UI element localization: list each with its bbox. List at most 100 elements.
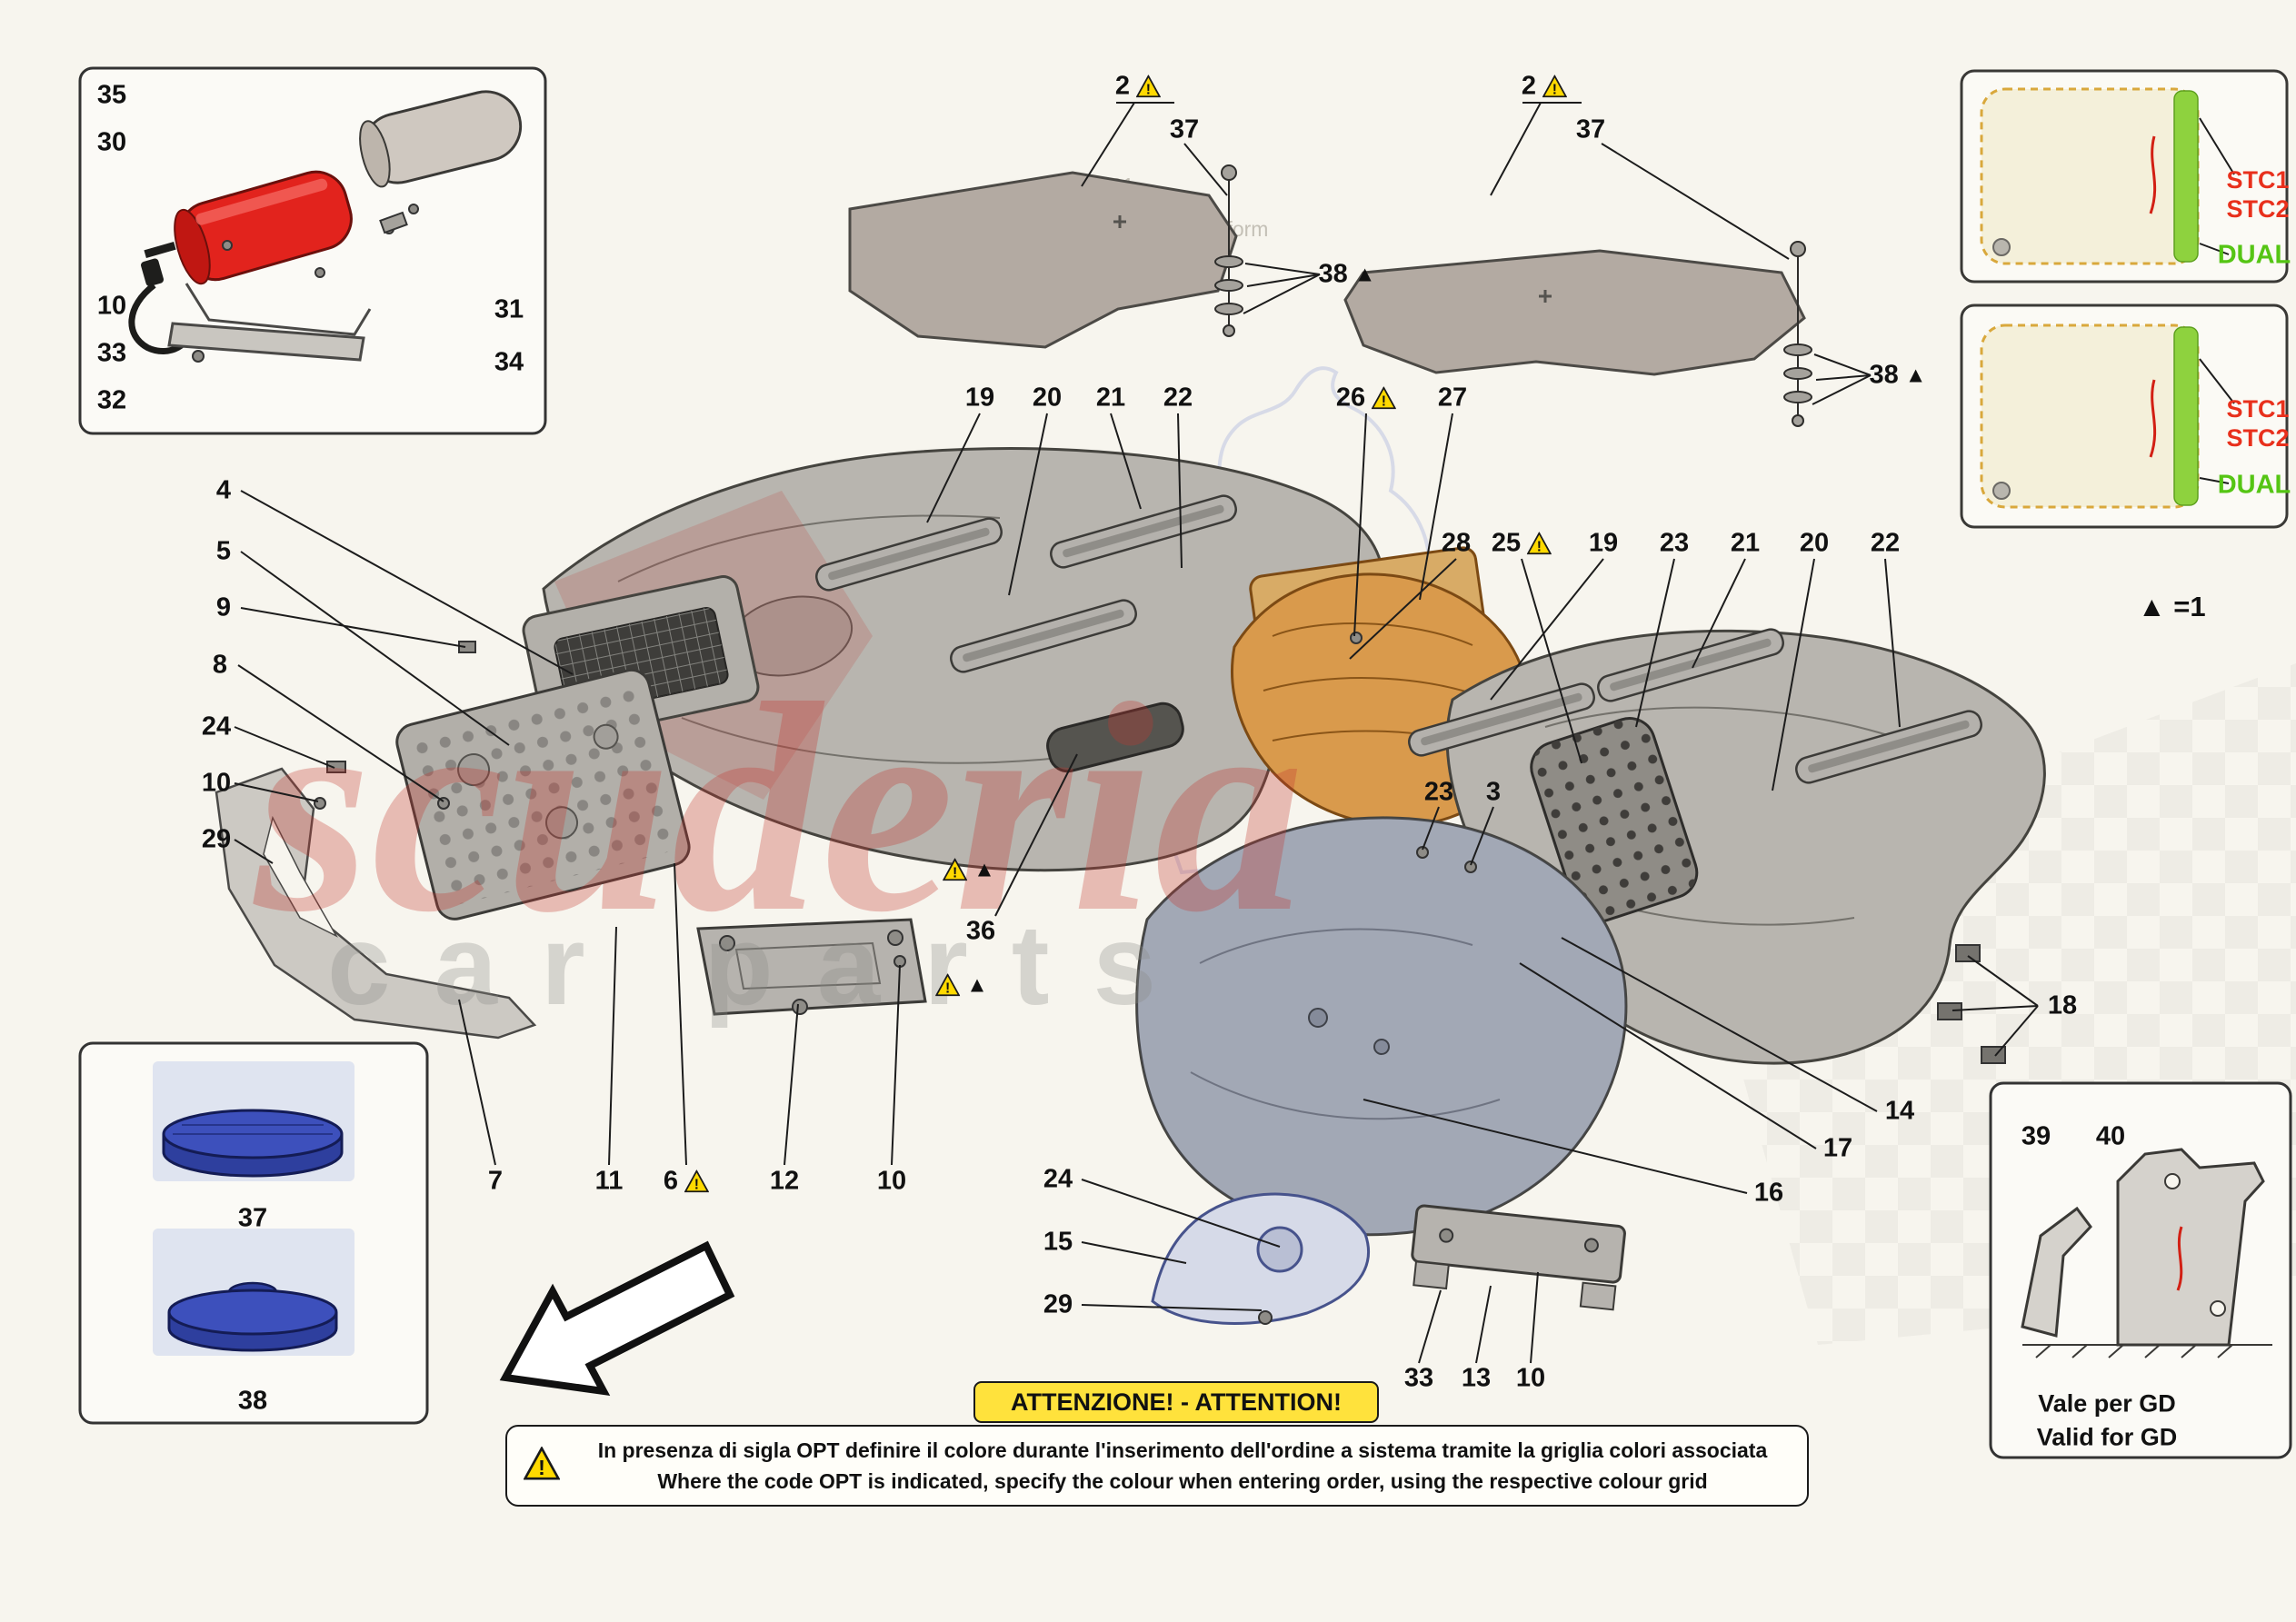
- callout-17: 17: [1823, 1134, 1852, 1164]
- callout-number: 38: [1318, 259, 1348, 289]
- callout-34: 34: [494, 348, 524, 378]
- warning-triangle-icon: !: [1527, 532, 1552, 555]
- dual-label-box2: DUAL: [2217, 470, 2291, 500]
- mounting-plate-rear: [1411, 1204, 1626, 1311]
- callout-39: 39: [2021, 1122, 2051, 1152]
- callout-number: 37: [237, 1203, 268, 1233]
- callout-number: 33: [1403, 1363, 1434, 1393]
- callout-number: 24: [1043, 1164, 1073, 1194]
- callout-number: 20: [1799, 528, 1830, 558]
- callout-18: 18: [2048, 991, 2077, 1021]
- floor-mat-left: [848, 171, 1238, 349]
- callout-number: 21: [1095, 383, 1126, 413]
- callout-13: 13: [1462, 1364, 1491, 1394]
- callout-38: 38: [238, 1387, 267, 1417]
- svg-text:!: !: [538, 1456, 545, 1479]
- callout-26: 26!: [1336, 383, 1397, 413]
- callout-24: 24: [1043, 1165, 1073, 1195]
- callout-warning-marker: !▲: [935, 972, 988, 997]
- callout-16: 16: [1754, 1179, 1783, 1209]
- stc-box-1: [1960, 69, 2289, 284]
- callout-32: 32: [97, 386, 126, 416]
- svg-text:!: !: [953, 865, 957, 881]
- warning-triangle-icon: !: [1542, 75, 1568, 98]
- attention-title: ATTENZIONE! - ATTENTION!: [973, 1381, 1379, 1423]
- side-support-bracket: [215, 767, 537, 1040]
- callout-22: 22: [1163, 383, 1193, 413]
- callout-number: 24: [201, 711, 232, 741]
- callout-31: 31: [494, 295, 524, 325]
- gd-box: [1989, 1081, 2292, 1459]
- fire-extinguisher-box: [78, 66, 547, 435]
- callout-number: 19: [964, 383, 995, 413]
- extinguisher-screws: [192, 204, 419, 363]
- callout-number: 6: [663, 1166, 679, 1196]
- callout-11: 11: [595, 1167, 624, 1197]
- lower-carpet: [1135, 816, 1628, 1237]
- gd-caption-italian: Vale per GD: [2038, 1389, 2176, 1418]
- disc-part-37: [162, 1109, 344, 1178]
- callout-number: 22: [1870, 528, 1901, 558]
- callout-number: 36: [965, 916, 996, 946]
- callout-number: 10: [96, 291, 127, 321]
- callout-5: 5: [216, 537, 231, 567]
- callout-28: 28: [1442, 529, 1471, 559]
- callout-number: 25: [1491, 528, 1522, 558]
- callout-number: 10: [201, 768, 232, 798]
- callout-12: 12: [770, 1167, 799, 1197]
- callout-number: 37: [1575, 114, 1606, 144]
- callout-9: 9: [216, 593, 231, 623]
- callout-33: 33: [1404, 1364, 1433, 1394]
- callout-2: 2!: [1115, 72, 1162, 102]
- callout-25: 25!: [1492, 529, 1552, 559]
- leader-lines: [135, 95, 2175, 1364]
- callout-2: 2!: [1522, 72, 1568, 102]
- callout-number: 22: [1163, 383, 1193, 413]
- disc-part-38: [167, 1281, 338, 1352]
- callout-10: 10: [877, 1167, 906, 1197]
- triangle-legend: ▲ =1: [2138, 591, 2206, 622]
- floor-mat-right: [1343, 249, 1806, 376]
- callout-10: 10: [202, 769, 231, 799]
- warning-triangle-icon: !: [1372, 386, 1397, 410]
- callout-number: 28: [1441, 528, 1472, 558]
- callout-22: 22: [1871, 529, 1900, 559]
- callout-number: 37: [1169, 114, 1200, 144]
- callout-30: 30: [97, 128, 126, 158]
- filled-triangle-marker: ▲: [1904, 363, 1927, 387]
- callout-number: 34: [494, 347, 524, 377]
- armrest-strip: [1046, 702, 1184, 773]
- callout-37: 37: [1576, 115, 1605, 145]
- callout-number: 5: [215, 536, 232, 566]
- svg-text:!: !: [1552, 82, 1557, 97]
- warning-triangle-icon: !: [935, 973, 961, 997]
- attention-line-english: Where the code OPT is indicated, specify…: [657, 1469, 1708, 1493]
- callout-23: 23: [1424, 778, 1453, 808]
- callout-29: 29: [1043, 1290, 1073, 1320]
- callout-27: 27: [1438, 383, 1467, 413]
- callout-number: 23: [1423, 777, 1454, 807]
- callout-number: 30: [96, 127, 127, 157]
- callout-number: 29: [201, 824, 232, 854]
- filled-triangle-marker: ▲: [966, 972, 988, 997]
- stc-box-2: [1960, 304, 2289, 529]
- watermark-scuderia: scuderia: [250, 642, 1304, 974]
- callout-19: 19: [965, 383, 994, 413]
- callout-number: 32: [96, 385, 127, 415]
- filled-triangle-marker: ▲: [973, 857, 995, 881]
- callout-number: 29: [1043, 1289, 1073, 1319]
- callout-number: 8: [212, 650, 228, 680]
- mounting-plate-front: [696, 918, 927, 1016]
- gd-caption-english: Valid for GD: [2036, 1423, 2178, 1451]
- attention-note: ! In presenza di sigla OPT definire il c…: [505, 1425, 1809, 1507]
- callout-number: 3: [1485, 777, 1502, 807]
- callout-number: 18: [2047, 990, 2078, 1020]
- svg-text:!: !: [1537, 539, 1542, 554]
- stc1-label-box1: STC1: [2226, 165, 2290, 194]
- callout-number: 12: [769, 1166, 800, 1196]
- callout-warning-marker: !▲: [943, 857, 995, 881]
- attention-text: In presenza di sigla OPT definire il col…: [574, 1435, 1791, 1498]
- small-fasteners: [314, 632, 2006, 1064]
